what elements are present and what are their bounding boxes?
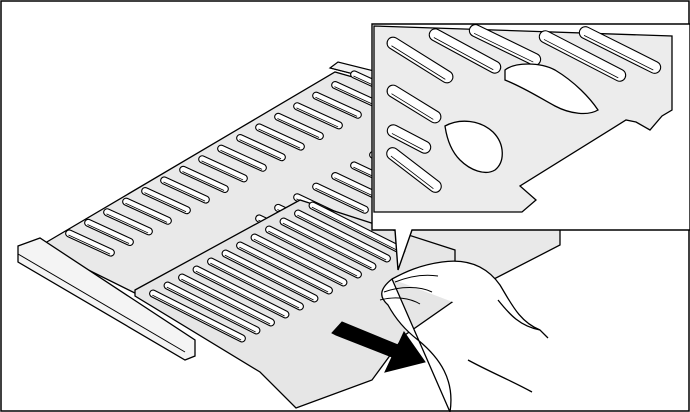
detail-slot: [386, 84, 442, 124]
mat-slot: [294, 209, 391, 263]
tray-slot-shade: [144, 192, 187, 213]
tray-slot: [122, 197, 172, 225]
tray-slot: [84, 218, 134, 246]
tray-slot: [103, 208, 153, 236]
mat-slot-shade: [282, 222, 372, 269]
detail-slot-shade: [473, 32, 534, 63]
tray-slot: [160, 176, 210, 204]
mat-slot-shade: [195, 270, 285, 317]
tray-slot: [217, 144, 267, 172]
mat-slot-shade: [181, 278, 271, 325]
tray-slot: [293, 102, 343, 130]
shelf-left-rail: [17, 237, 196, 361]
tray-slot-shade: [334, 86, 377, 107]
tray-slot-shade: [163, 181, 206, 202]
mat-slot-shade: [239, 246, 329, 293]
front-mat: [134, 199, 456, 409]
tray-slot-shade: [277, 118, 320, 138]
tray-slot: [312, 91, 362, 119]
detail-slot: [468, 24, 542, 66]
mat-slot: [265, 225, 362, 279]
mat-slot-shade: [297, 214, 387, 261]
tray-slot: [65, 229, 115, 257]
mat-slot-shade: [224, 254, 314, 301]
tray-slot-shade: [315, 187, 365, 212]
mat-slot-shade: [311, 206, 401, 253]
mat-slot: [250, 233, 348, 287]
tray-slot-shade: [315, 96, 358, 117]
detail-slot: [386, 36, 454, 84]
tray-slot-shade: [220, 149, 263, 170]
tray-slot: [179, 165, 229, 193]
mat-slot: [221, 249, 319, 303]
tray-slot-shade: [296, 107, 339, 128]
tray-slot-shade: [239, 139, 282, 160]
detail-slot-shade: [391, 93, 434, 120]
tray-slot: [236, 134, 286, 162]
mat-slot: [207, 257, 304, 311]
detail-callout: [371, 23, 690, 271]
tray-slot-shade: [106, 213, 149, 234]
mat-slot: [163, 281, 261, 335]
detail-slot-shade: [391, 133, 424, 151]
pull-direction-arrow: [331, 321, 426, 373]
tray-slot-shade: [201, 160, 244, 181]
detail-slot: [538, 30, 627, 82]
front-mat-slots: [149, 201, 406, 343]
detail-slot: [578, 26, 662, 74]
detail-slot-shade: [433, 37, 494, 71]
tray-slot-shade: [125, 202, 168, 223]
hand: [379, 260, 549, 412]
tray-slot: [198, 155, 248, 183]
mat-slot: [149, 289, 246, 343]
detail-slots: [386, 24, 662, 193]
tray-slot-shade: [87, 224, 130, 244]
tray-slot-shade: [182, 171, 225, 191]
detail-slot-shade: [583, 35, 654, 71]
tray-slot-shade: [68, 234, 111, 255]
detail-slot-shade: [390, 155, 434, 190]
mat-slot-shade: [253, 238, 343, 285]
tray-slot: [312, 182, 369, 214]
mat-slot-shade: [210, 262, 300, 309]
mat-slot: [178, 273, 275, 327]
tray-slot-shade: [258, 128, 301, 149]
tray-slot: [255, 123, 305, 151]
mat-slot-shade: [152, 294, 242, 341]
mat-slot: [192, 265, 290, 319]
mat-slot: [236, 241, 333, 295]
tray-slot: [141, 187, 191, 215]
detail-slot: [428, 28, 502, 74]
detail-slot-shade: [543, 39, 619, 79]
detail-slot: [386, 124, 432, 154]
mat-slot: [279, 217, 377, 271]
mat-slot-shade: [166, 286, 256, 333]
mat-slot-shade: [268, 230, 358, 277]
detail-slot-shade: [391, 45, 446, 80]
keyhole-cutout-bottom: [444, 120, 503, 174]
keyhole-cutout-top: [504, 63, 599, 115]
tray-slot: [274, 112, 324, 140]
